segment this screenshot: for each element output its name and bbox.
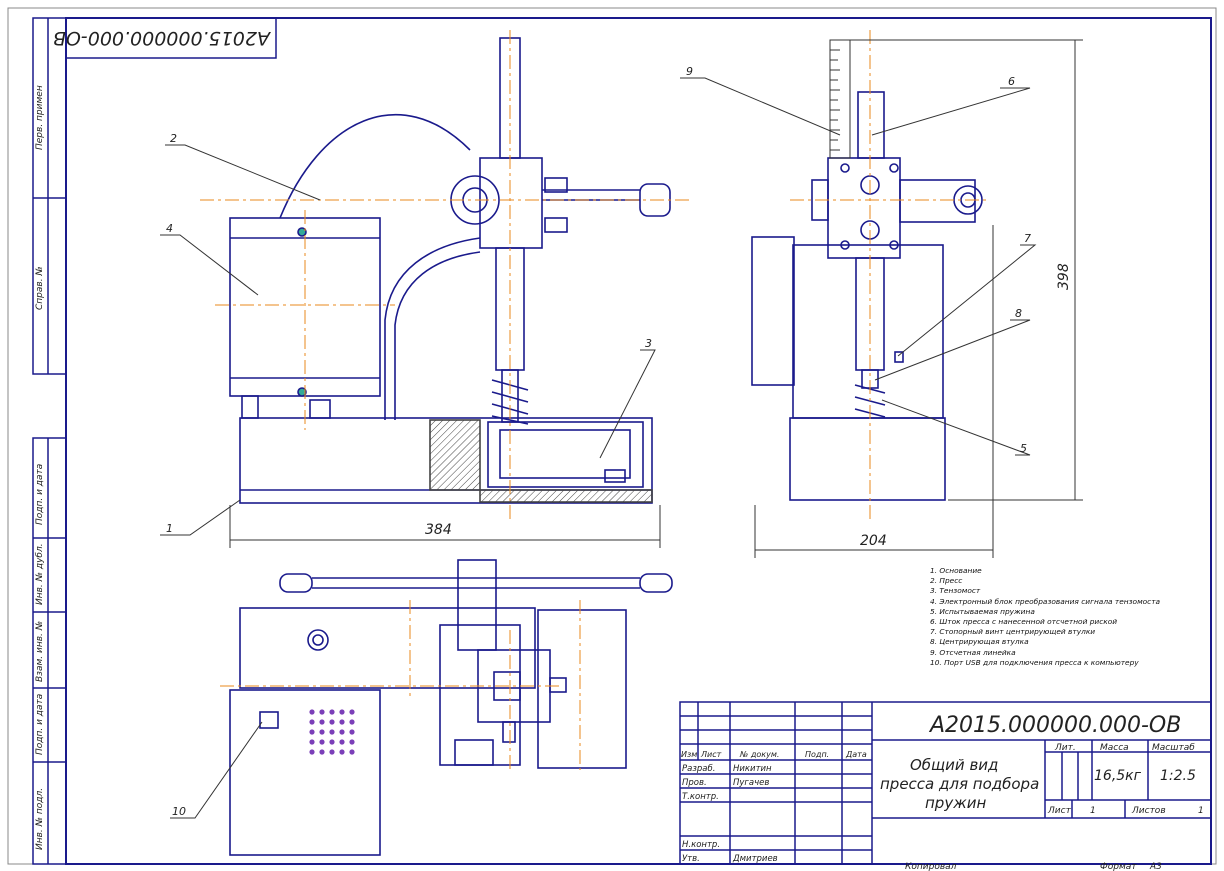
- callout-3: 3: [645, 337, 652, 350]
- callout-5: 5: [1020, 442, 1027, 455]
- tb-col-list: Лист: [700, 750, 722, 759]
- dim-398: 398: [1056, 263, 1072, 290]
- top-axes: [220, 600, 581, 770]
- callout-10: 10: [172, 805, 186, 818]
- tb-col-doc: № докум.: [739, 750, 779, 759]
- tb-role-1: Пров.: [682, 778, 707, 788]
- side-label-3: Инв. № дубл.: [35, 543, 45, 605]
- side-label-0: Перв. примен: [35, 85, 45, 150]
- legend-item: 10. Порт USB для подключения пресса к ко…: [930, 657, 1139, 667]
- tb-scale: 1:2.5: [1160, 768, 1196, 784]
- tb-role-2: Т.контр.: [682, 792, 719, 802]
- tb-sheet-label: Лист: [1047, 806, 1072, 816]
- top-view: [229, 559, 673, 856]
- left-strip: [32, 17, 67, 865]
- leaders: [160, 77, 1037, 819]
- tb-format-label: Формат: [1100, 862, 1137, 871]
- callout-6: 6: [1008, 75, 1015, 88]
- callout-8: 8: [1015, 307, 1022, 320]
- title-block: [679, 701, 1212, 865]
- usb-grid: [309, 709, 355, 755]
- tb-role-0: Разраб.: [682, 764, 715, 774]
- tb-mass-label: Масса: [1100, 743, 1129, 753]
- side-label-5: Подп. и дата: [35, 694, 45, 755]
- code-box: [65, 17, 277, 59]
- callout-7: 7: [1024, 232, 1031, 245]
- code-rotated: А2015.000000.000-ОВ: [53, 27, 272, 49]
- legend-item: 7. Стопорный винт центрирующей втулки: [930, 627, 1096, 637]
- legend-item: 2. Пресс: [930, 576, 963, 586]
- tb-col-sign: Подп.: [805, 750, 829, 759]
- legend-item: 4. Электронный блок преобразования сигна…: [930, 596, 1161, 606]
- legend-item: 1. Основание: [930, 566, 982, 575]
- tb-col-izm: Изм: [681, 750, 697, 759]
- side-label-1: Справ. №: [35, 266, 45, 310]
- dim-204: 204: [860, 533, 887, 549]
- tb-title-3: пружин: [925, 794, 986, 812]
- tb-sheets: 1: [1198, 806, 1204, 816]
- tb-title-1: Общий вид: [910, 756, 998, 774]
- tb-name-4: Дмитриев: [732, 854, 778, 864]
- side-label-2: Подп. и дата: [35, 464, 45, 525]
- side-axes: [790, 30, 990, 520]
- callout-1: 1: [166, 522, 173, 535]
- parts-legend: 1. Основание 2. Пресс 3. Тензомост 4. Эл…: [930, 566, 1210, 668]
- tb-name-0: Никитин: [733, 764, 772, 774]
- tb-col-date: Дата: [845, 750, 867, 759]
- tb-format: А3: [1149, 862, 1162, 871]
- tb-mass: 16,5кг: [1094, 768, 1142, 784]
- legend-item: 6. Шток пресса с нанесенной отсчетной ри…: [930, 617, 1118, 627]
- front-dim: [229, 505, 661, 548]
- tb-designation: А2015.000000.000-ОВ: [928, 713, 1181, 738]
- side-dims: [754, 39, 1083, 558]
- legend-item: 9. Отсчетная линейка: [930, 647, 1016, 657]
- legend-item: 5. Испытываемая пружина: [930, 606, 1035, 616]
- tb-title-2: пресса для подбора: [880, 775, 1039, 793]
- legend-item: 3. Тензомост: [930, 586, 981, 596]
- tb-role-3: Н.контр.: [682, 840, 720, 850]
- tb-copied: Копировал: [905, 862, 957, 871]
- ruler: [829, 39, 851, 159]
- callout-2: 2: [170, 132, 177, 145]
- tb-sheet: 1: [1090, 806, 1096, 816]
- tb-role-4: Утв.: [682, 854, 700, 864]
- front-axes: [200, 30, 690, 520]
- tb-lit-label: Лит.: [1054, 743, 1076, 753]
- callout-4: 4: [166, 222, 173, 235]
- legend-item: 8. Центрирующая втулка: [930, 637, 1029, 647]
- callout-9: 9: [686, 65, 693, 78]
- side-label-6: Инв. № подл.: [35, 788, 45, 850]
- dim-384: 384: [425, 522, 452, 538]
- front-view: [229, 37, 671, 504]
- tb-name-1: Пугачев: [733, 778, 769, 788]
- tb-sheets-label: Листов: [1131, 806, 1166, 816]
- side-view: [751, 91, 983, 501]
- side-label-4: Взам. инв. №: [35, 621, 45, 682]
- tb-scale-label: Масштаб: [1152, 743, 1195, 753]
